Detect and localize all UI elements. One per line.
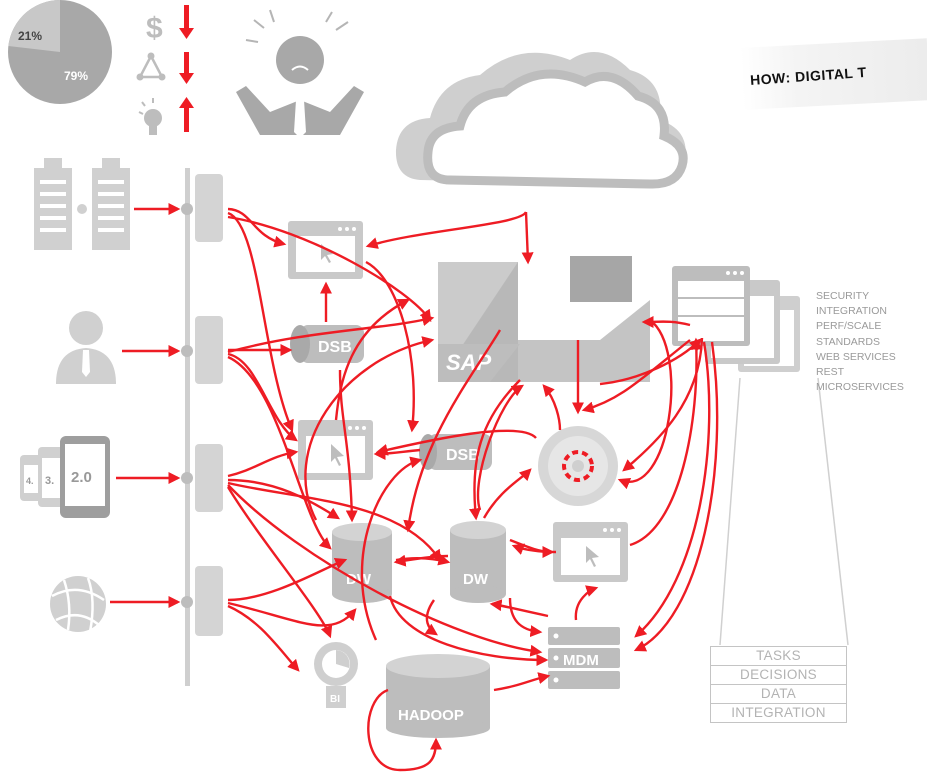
network-triangle-icon	[136, 52, 166, 81]
hadoop-icon: HADOOP	[386, 654, 490, 738]
svg-text:DW: DW	[463, 571, 489, 588]
stack-layer-tasks: TASKS	[710, 646, 847, 666]
bi-lightbulb-icon: BI	[314, 642, 358, 708]
decrease-arrow-icon	[179, 5, 194, 39]
stack-connector-lines	[719, 377, 849, 646]
lightbulb-icon	[138, 98, 162, 135]
stressed-person-icon	[236, 9, 364, 138]
integration-bus	[181, 168, 223, 686]
stack-layer-integration: INTEGRATION	[710, 703, 847, 723]
app-window-icon	[288, 221, 363, 279]
svg-text:3.: 3.	[45, 475, 54, 487]
svg-text:HADOOP: HADOOP	[398, 707, 464, 724]
pie-chart: 21% 79%	[8, 0, 112, 104]
increase-arrow-icon	[179, 97, 194, 132]
feature-item: PERF/SCALE	[816, 320, 882, 333]
feature-item: MICROSERVICES	[816, 381, 904, 394]
stack-layer-decisions: DECISIONS	[710, 665, 847, 685]
pie-label-small: 21%	[18, 29, 42, 43]
svg-text:DSB: DSB	[446, 447, 480, 464]
mobile-devices-icon: 4. 3. 2.0	[20, 436, 110, 518]
connection-arrows	[110, 203, 719, 772]
mdm-server-icon: MDM	[548, 627, 620, 689]
sap-system-icon: SAP	[438, 256, 650, 382]
feature-item: REST	[816, 366, 845, 379]
app-window-icon	[298, 420, 373, 480]
web-services-windows-icon	[672, 266, 800, 372]
cloud-icon	[395, 52, 688, 189]
stack-layer-data: DATA	[710, 684, 847, 704]
pie-label-large: 79%	[64, 69, 88, 83]
svg-text:DW: DW	[346, 571, 372, 588]
feature-item: INTEGRATION	[816, 305, 887, 318]
feature-item: SECURITY	[816, 290, 870, 302]
svg-text:BI: BI	[330, 694, 340, 705]
processing-chip-icon	[538, 426, 618, 506]
feature-item: WEB SERVICES	[816, 350, 896, 363]
svg-text:$: $	[146, 12, 163, 45]
decrease-arrow-icon	[179, 52, 194, 84]
globe-network-icon	[50, 576, 106, 633]
business-user-icon	[56, 311, 116, 384]
data-warehouse-icon: DW	[450, 521, 506, 603]
dollar-icon: $	[146, 12, 163, 45]
pie-slice-small	[8, 0, 60, 52]
svg-text:4.: 4.	[26, 476, 34, 486]
building-icon	[34, 158, 130, 250]
svg-text:MDM: MDM	[563, 652, 599, 669]
layer-stack: TASKS DECISIONS DATA INTEGRATION	[710, 646, 847, 723]
svg-text:2.0: 2.0	[71, 469, 92, 486]
app-window-icon	[553, 522, 628, 582]
svg-text:DSB: DSB	[318, 339, 352, 356]
feature-list: SECURITY INTEGRATION PERF/SCALE STANDARD…	[816, 289, 904, 395]
feature-item: STANDARDS	[816, 335, 880, 348]
